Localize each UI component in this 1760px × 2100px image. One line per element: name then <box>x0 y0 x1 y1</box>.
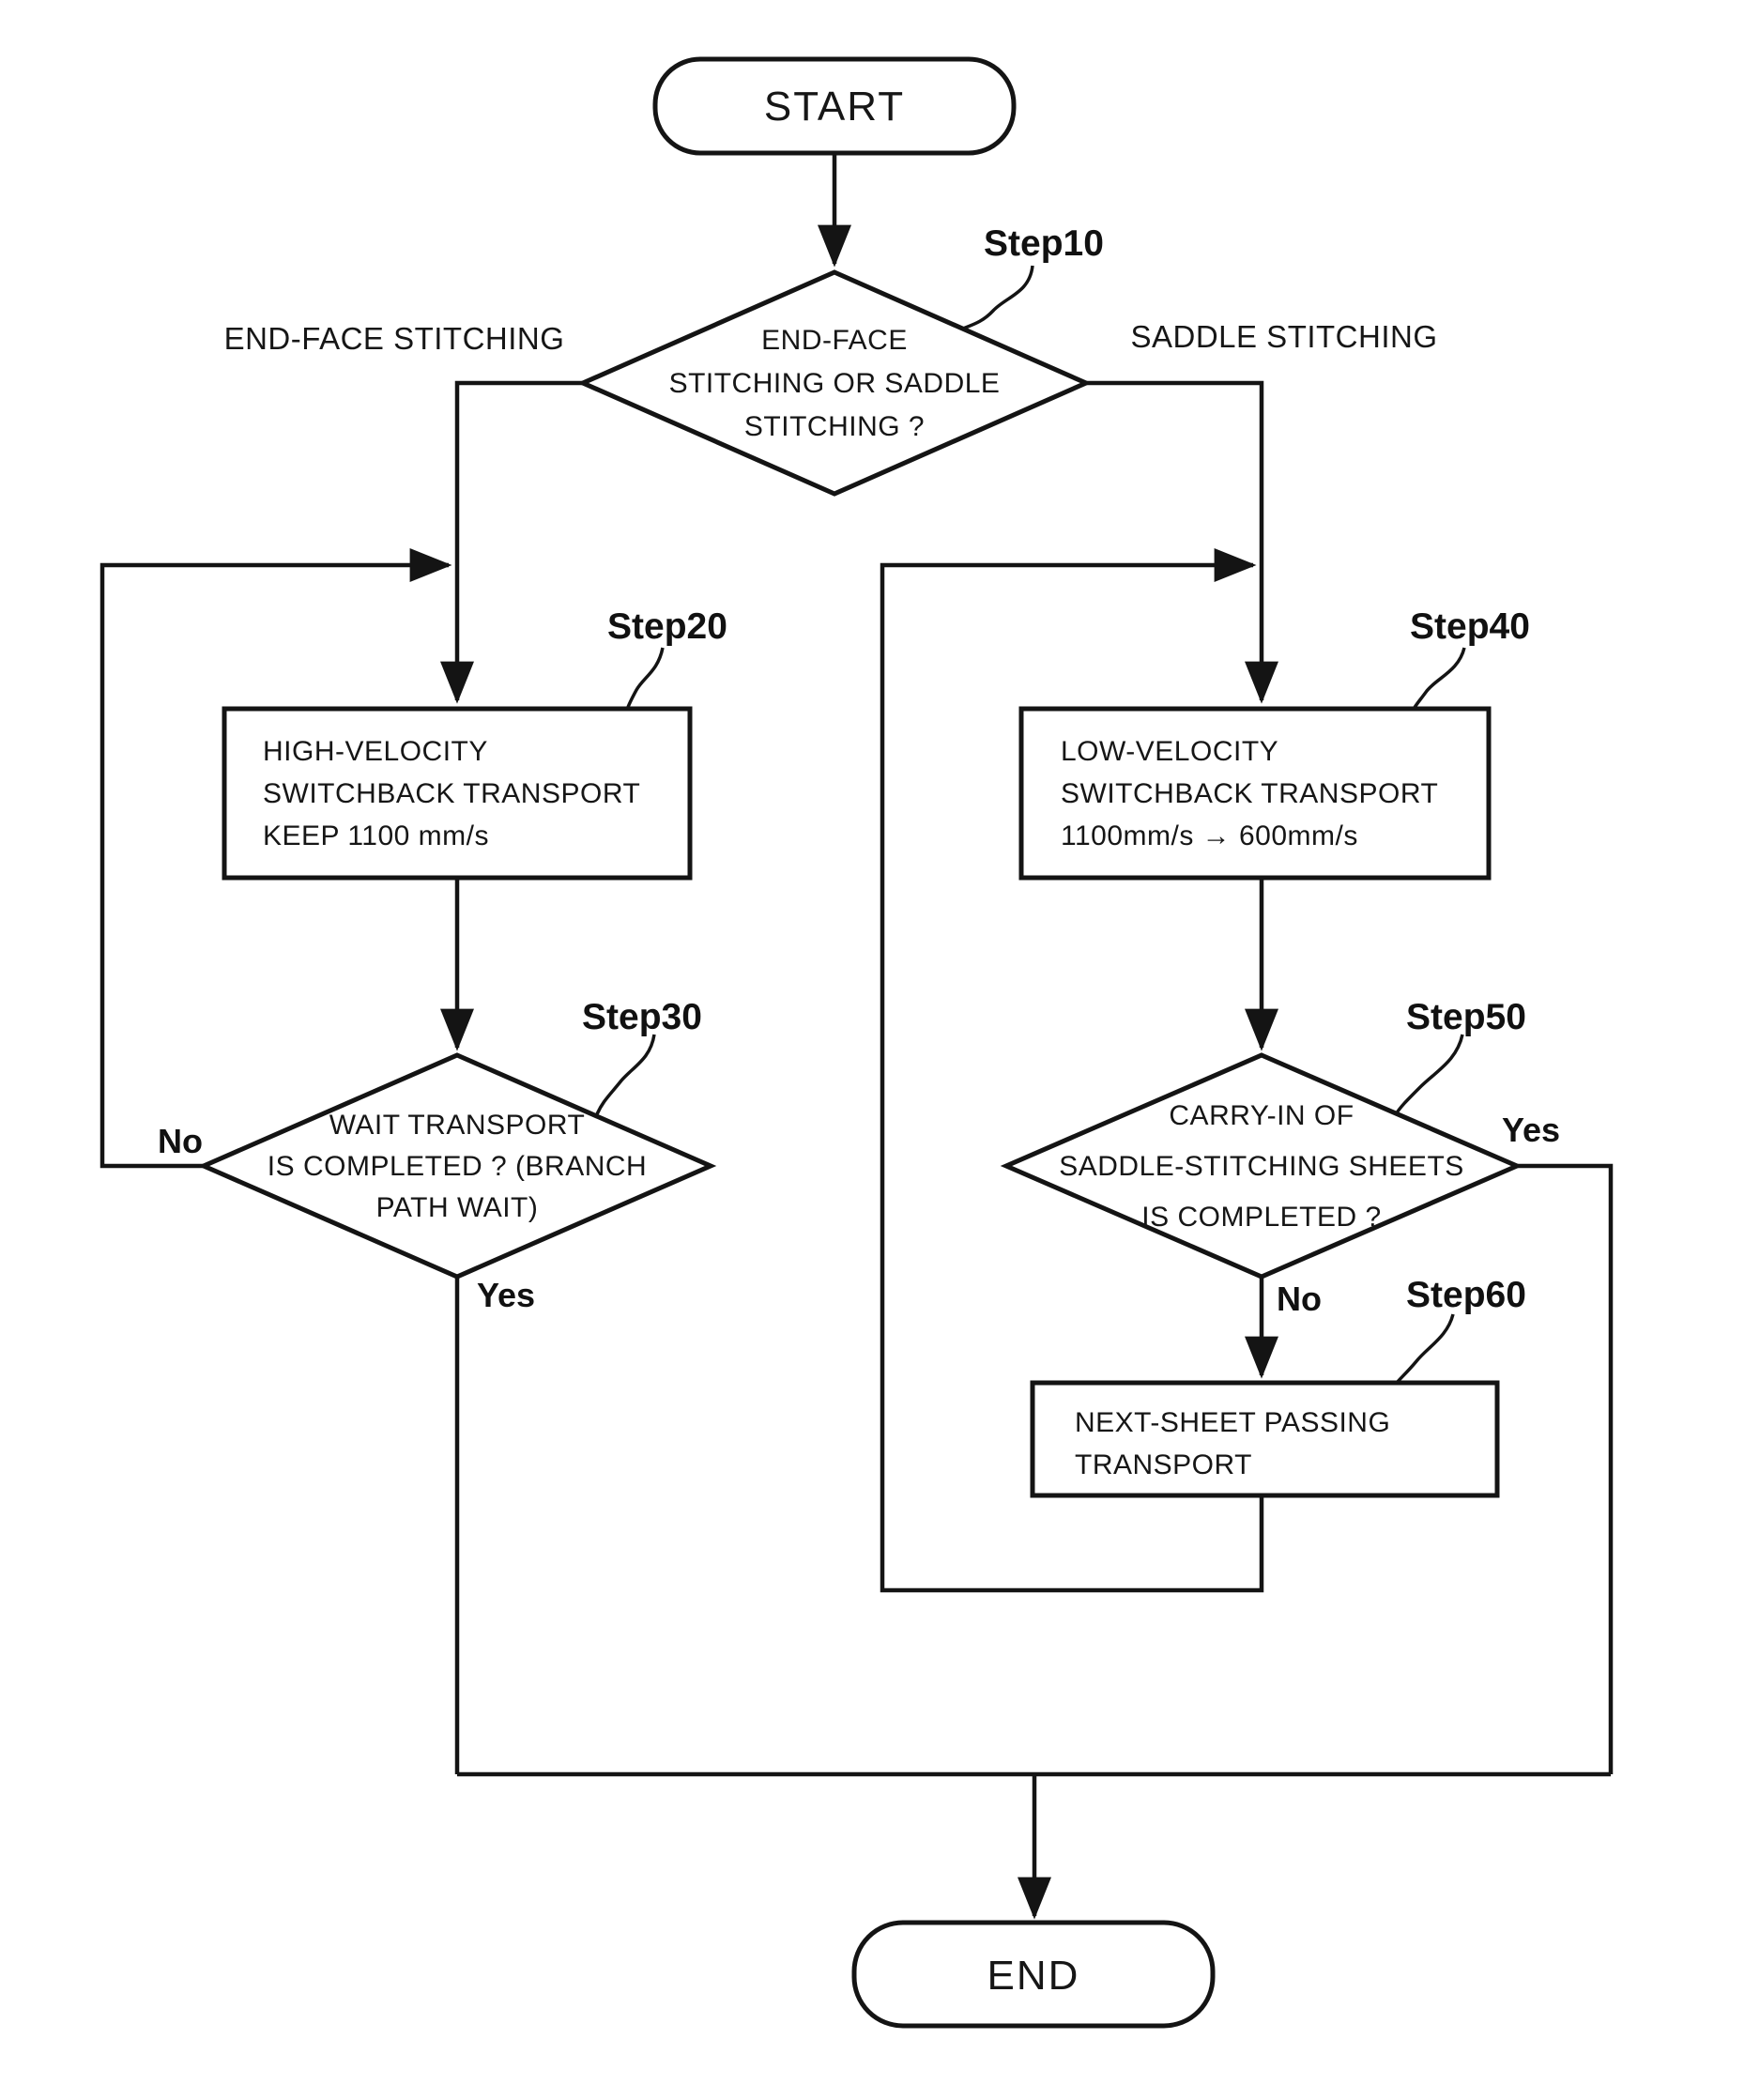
right-branch-connector <box>1086 380 1278 704</box>
step30-text-line2: IS COMPLETED ? (BRANCH <box>268 1151 647 1182</box>
start-label: START <box>764 84 905 130</box>
step50-leader-line <box>1394 1034 1464 1115</box>
right-branch-label: SADDLE STITCHING <box>1130 319 1437 354</box>
step50-decision-node: CARRY-IN OF SADDLE-STITCHING SHEETS IS C… <box>1000 997 1560 1318</box>
step20-box-shape <box>222 706 693 881</box>
step40-text-line1: LOW-VELOCITY <box>1061 736 1278 767</box>
step50-yes-label: Yes <box>1502 1111 1560 1149</box>
step30-yes-label: Yes <box>477 1276 535 1314</box>
start-terminal-shape <box>652 56 1017 156</box>
step40-box-shape <box>1018 706 1492 881</box>
step50-yes-connector <box>1517 1163 1614 1774</box>
left-branch-connector <box>440 380 583 704</box>
step60-text-line2: TRANSPORT <box>1075 1449 1252 1480</box>
step20-text-line1: HIGH-VELOCITY <box>263 736 488 767</box>
start-node: START <box>652 56 1017 156</box>
step30-text-line3: PATH WAIT) <box>376 1192 539 1223</box>
step60-leader-line <box>1395 1313 1455 1385</box>
step10-diamond-shape <box>576 269 1093 497</box>
step30-decision-node: WAIT TRANSPORT IS COMPLETED ? (BRANCH PA… <box>158 997 717 1314</box>
step20-leader-line <box>625 647 665 711</box>
step30-step-label: Step30 <box>582 997 702 1037</box>
step10-leader-line <box>958 265 1034 332</box>
left-branch-label: END-FACE STITCHING <box>224 321 565 356</box>
step40-leader-line <box>1411 647 1466 712</box>
step20-text-line3: KEEP 1100 mm/s <box>263 820 489 851</box>
step60-step-label: Step60 <box>1406 1275 1526 1315</box>
end-node: END <box>851 1920 1216 2029</box>
step20-process-node: HIGH-VELOCITY SWITCHBACK TRANSPORT KEEP … <box>222 606 727 881</box>
step50-no-label: No <box>1277 1280 1322 1318</box>
step50-text-line3: IS COMPLETED ? <box>1141 1202 1381 1233</box>
step30-leader-line <box>595 1034 656 1115</box>
step10-text-line3: STITCHING ? <box>744 411 925 442</box>
step60-text-line1: NEXT-SHEET PASSING <box>1075 1407 1390 1438</box>
step30-no-loop-connector <box>99 548 452 1169</box>
step20-step-label: Step20 <box>607 606 727 647</box>
step50-step-label: Step50 <box>1406 997 1526 1037</box>
step10-decision-node: END-FACE STITCHING OR SADDLE STITCHING ?… <box>576 223 1104 497</box>
step30-text-line1: WAIT TRANSPORT <box>329 1110 586 1141</box>
step40-process-node: LOW-VELOCITY SWITCHBACK TRANSPORT 1100mm… <box>1018 606 1530 881</box>
step40-text-line3: 1100mm/s → 600mm/s <box>1061 820 1358 851</box>
end-terminal-shape <box>851 1920 1216 2029</box>
step50-text-line1: CARRY-IN OF <box>1169 1100 1354 1131</box>
step50-diamond-shape <box>1000 1052 1523 1280</box>
step60-process-node: NEXT-SHEET PASSING TRANSPORT Step60 <box>1030 1275 1526 1498</box>
step20-text-line2: SWITCHBACK TRANSPORT <box>263 778 640 809</box>
step30-diamond-shape <box>197 1052 717 1280</box>
step40-step-label: Step40 <box>1410 606 1530 647</box>
step10-step-label: Step10 <box>984 223 1104 264</box>
step60-box-shape <box>1030 1380 1500 1498</box>
step10-text-line1: END-FACE <box>761 325 908 356</box>
step30-no-label: No <box>158 1122 203 1160</box>
step10-text-line2: STITCHING OR SADDLE <box>669 368 1001 399</box>
step40-text-line2: SWITCHBACK TRANSPORT <box>1061 778 1438 809</box>
step50-text-line2: SADDLE-STITCHING SHEETS <box>1059 1151 1464 1182</box>
step60-loop-connector <box>880 548 1264 1593</box>
end-label: END <box>987 1953 1080 1999</box>
